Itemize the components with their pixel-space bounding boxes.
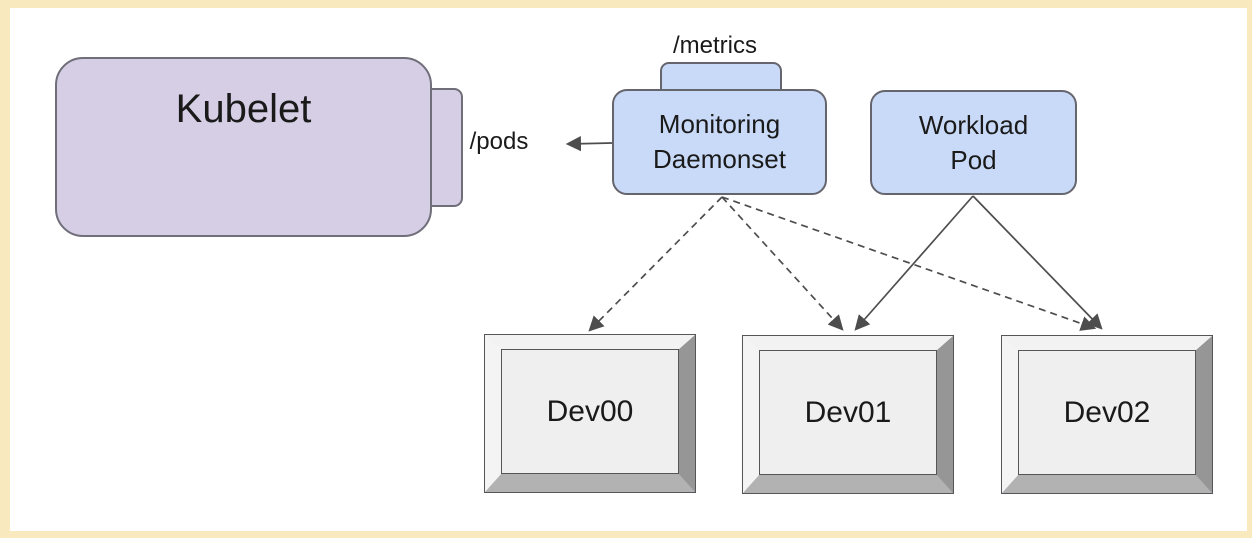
monitoring-daemonset-label: Monitoring Daemonset [653, 109, 786, 174]
device-label: Dev02 [1019, 351, 1195, 474]
edge-monitoring-daemonset-to-dev00 [588, 196, 723, 332]
device-box-dev02: Dev02 [1002, 336, 1212, 493]
edge-workload-pod-to-dev02 [972, 195, 1103, 330]
kubelet-box: Kubelet [55, 57, 432, 237]
edge-workload-pod-to-dev01 [854, 195, 974, 331]
device-label: Dev01 [760, 351, 936, 474]
monitoring-daemonset-box: Monitoring Daemonset [612, 89, 827, 195]
device-label: Dev00 [502, 350, 678, 473]
edge-monitoring-daemonset-to-dev01 [721, 196, 844, 331]
metrics-endpoint-label: /metrics [673, 32, 757, 59]
device-box-dev00: Dev00 [485, 335, 695, 492]
workload-pod-label: Workload Pod [918, 109, 1029, 175]
workload-pod-box: Workload Pod [870, 90, 1077, 195]
edge-monitoring-daemonset-to-dev02 [721, 196, 1097, 331]
pods-endpoint-label: /pods [469, 128, 529, 155]
kubelet-label: Kubelet [175, 87, 312, 131]
device-box-dev01: Dev01 [743, 336, 953, 493]
edge-monitoring-daemonset-to-pods-endpoint [565, 136, 613, 152]
